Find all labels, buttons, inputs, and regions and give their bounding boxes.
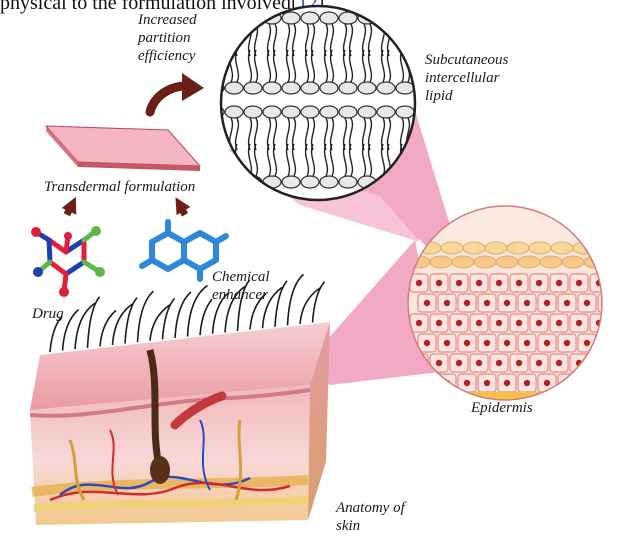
label-anatomy-of-skin: Anatomy of skin <box>335 500 409 534</box>
label-drug: Drug <box>31 306 64 322</box>
label-epidermis: Epidermis <box>470 400 533 416</box>
curved-arrow-icon <box>150 73 204 112</box>
label-increased-partition: Increased partition efficiency <box>137 12 200 64</box>
transdermal-patch <box>46 126 200 171</box>
label-subcutaneous-lipid: Subcutaneous intercellular lipid <box>425 52 512 104</box>
up-arrow-enhancer-icon <box>169 193 191 216</box>
label-chemical-enhancer: Chemical enhancer <box>212 269 273 303</box>
drug-molecule-icon <box>31 226 105 297</box>
up-arrow-drug-icon <box>62 193 83 216</box>
label-transdermal-formulation: Transdermal formulation <box>44 179 195 195</box>
skin-cross-section-illustration <box>30 274 330 525</box>
